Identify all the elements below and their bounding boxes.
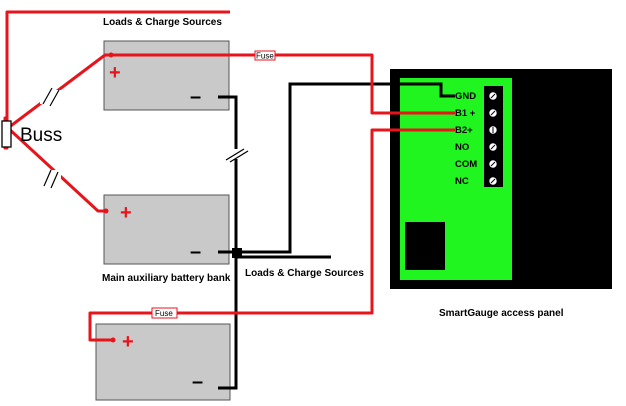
break-mark-lower	[41, 169, 61, 189]
buss-label: Buss	[20, 125, 62, 146]
main-bank-label: Main auxiliary battery bank	[102, 273, 231, 284]
battery-2	[103, 194, 230, 265]
minus-icon: –	[192, 371, 203, 393]
terminal-label-no: NO	[455, 142, 469, 153]
minus-icon: –	[190, 241, 201, 263]
terminal-block	[484, 86, 503, 187]
terminal-label-gnd: GND	[455, 91, 476, 102]
loads-label-mid: Loads & Charge Sources	[245, 268, 364, 279]
fuse-1-label: Fuse	[256, 52, 274, 61]
plus-icon: +	[120, 202, 132, 224]
fuse-2: Fuse	[151, 307, 178, 319]
minus-icon: –	[190, 86, 201, 108]
plus-icon: +	[122, 331, 134, 353]
terminal-label-com: COM	[455, 159, 477, 170]
terminal-dot	[108, 52, 114, 58]
terminal-label-nc: NC	[455, 176, 469, 187]
panel-caption: SmartGauge access panel	[439, 308, 564, 319]
break-mark-upper	[40, 87, 62, 107]
terminal-dot	[103, 208, 109, 214]
terminal-label-b2: B2+	[455, 125, 473, 136]
terminal-dot	[110, 337, 116, 343]
terminal-labels: GND B1 + B2+ NO COM NC	[455, 91, 477, 187]
buss-connector	[1, 120, 12, 148]
plus-icon: +	[109, 62, 121, 84]
negative-wiring	[218, 82, 455, 390]
board-chip	[405, 222, 445, 270]
terminal-screws	[488, 91, 498, 186]
battery-3	[95, 323, 231, 401]
positive-wiring	[3, 10, 455, 342]
junction-node	[232, 248, 242, 258]
fuse-2-label: Fuse	[155, 309, 173, 318]
battery-1	[103, 40, 230, 111]
terminal-label-b1: B1 +	[455, 108, 476, 119]
loads-label-top: Loads & Charge Sources	[103, 17, 222, 28]
break-mark-negative	[225, 148, 249, 163]
fuse-1: Fuse	[254, 50, 276, 61]
